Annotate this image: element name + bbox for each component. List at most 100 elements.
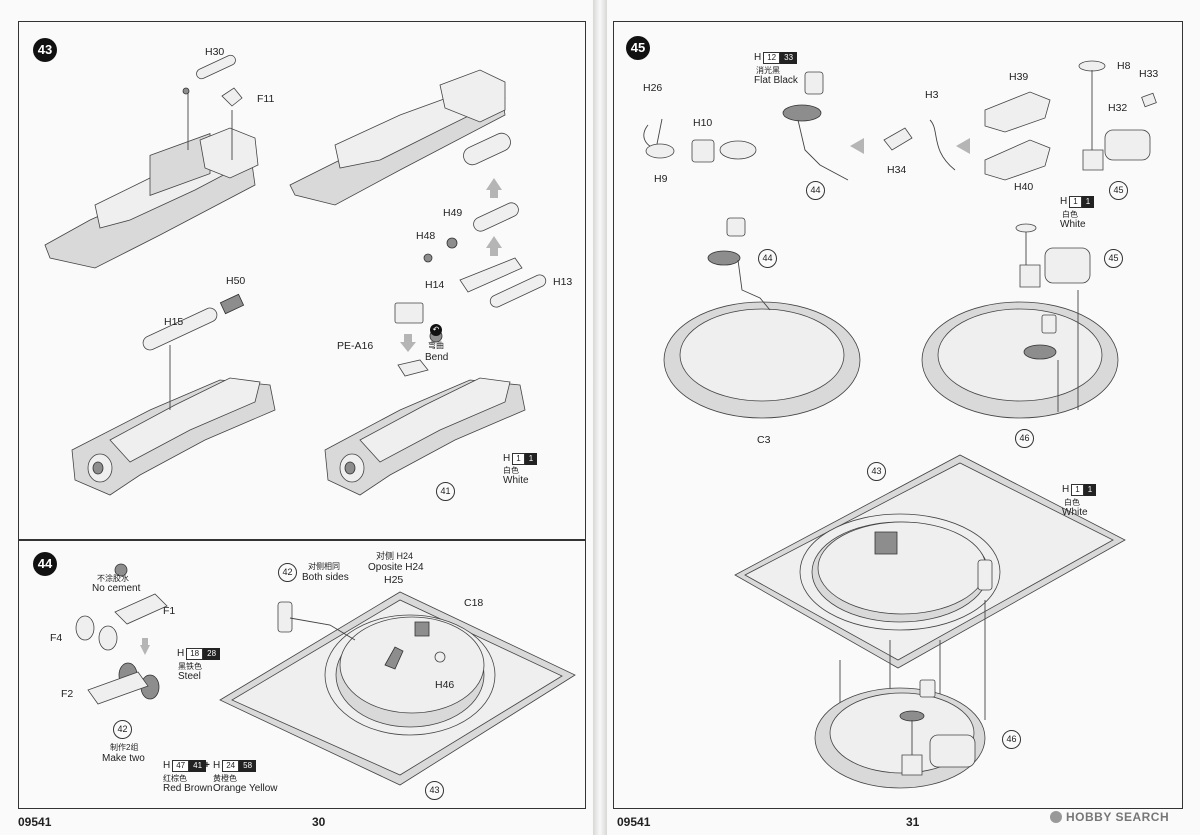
bend-label-cn: 弯曲 (428, 341, 444, 350)
paint-code-1: 1 (512, 453, 525, 465)
make-two-en: Make two (102, 753, 145, 764)
hobby-search-watermark: HOBBY SEARCH (1050, 810, 1169, 824)
part-label-f1: F1 (163, 605, 176, 617)
step43-chassis-1 (45, 54, 258, 268)
part-label-f11: F11 (257, 93, 275, 105)
paint-code-1: 1 (1069, 196, 1082, 208)
part-label-f4: F4 (50, 632, 63, 644)
book-gutter (593, 0, 607, 835)
paint-letter: H (754, 52, 762, 63)
opposite-h24-cn: 对侧 H24 (376, 551, 414, 561)
paint-code-2: 33 (780, 52, 798, 64)
ref-41: 41 (436, 482, 455, 501)
paint-white-plate: H 1 1 (1062, 484, 1097, 496)
paint-flat-black-en: Flat Black (754, 75, 798, 86)
watermark-text: HOBBY SEARCH (1066, 810, 1170, 824)
paint-code-2: 1 (1081, 196, 1095, 208)
paint-orange-yellow-en: Orange Yellow (213, 783, 278, 794)
part-label-h39: H39 (1009, 71, 1029, 83)
part-label-h9: H9 (654, 173, 668, 185)
no-cement-cn: 不涂胶水 (97, 574, 129, 583)
bend-icon: ↶ (430, 324, 442, 336)
ref-43-plate: 43 (867, 462, 886, 481)
part-label-h46: H46 (435, 679, 455, 691)
paint-letter: H (177, 648, 185, 659)
step45-bottom-ring (815, 680, 985, 788)
ref-43: 43 (425, 781, 444, 800)
paint-code-1: 12 (763, 52, 781, 64)
paint-letter: H (503, 453, 511, 464)
step45-hull-plate (735, 455, 1125, 720)
paint-white-cn: 白色 (503, 466, 519, 475)
paint-code-1: 47 (172, 760, 190, 772)
paint-flat-black-cn: 消光黑 (756, 66, 780, 75)
step43-panel (18, 21, 586, 540)
step43-chassis-4 (325, 303, 525, 495)
no-cement-en: No cement (92, 583, 141, 594)
step45-c3-ring (664, 218, 860, 418)
paint-white-ring: H 1 1 (1060, 196, 1095, 208)
part-label-h30: H30 (205, 46, 225, 58)
part-label-h15: H15 (164, 316, 184, 328)
opposite-h24-en: Oposite H24 (368, 562, 424, 573)
paint-code-2: 58 (239, 760, 257, 772)
paint-letter: H (213, 760, 221, 771)
paint-steel: H 18 28 (177, 648, 221, 660)
page-number-30: 30 (312, 815, 326, 829)
step45-ring-assembly (922, 224, 1118, 418)
paint-code-1: 24 (222, 760, 240, 772)
hobby-search-logo-icon (1050, 811, 1062, 823)
paint-letter: H (1062, 484, 1070, 495)
part-label-h13: H13 (553, 276, 573, 288)
paint-white-step43: H 1 1 (503, 453, 538, 465)
step45-panel (613, 21, 1183, 809)
paint-flat-black: H 12 33 (754, 52, 798, 64)
both-sides-en: Both sides (302, 572, 349, 583)
part-label-f2: F2 (61, 688, 74, 700)
paint-red-brown-en: Red Brown (163, 783, 213, 794)
part-label-pe-a16: PE-A16 (337, 340, 374, 352)
paint-steel-en: Steel (178, 671, 201, 682)
step44-wheel-parts (76, 564, 167, 704)
part-label-h40: H40 (1014, 181, 1034, 193)
part-label-h50: H50 (226, 275, 246, 287)
paint-plus: + (204, 760, 210, 771)
paint-white-plate-cn: 白色 (1064, 498, 1080, 507)
part-label-h14: H14 (425, 279, 445, 291)
bend-label-en: Bend (425, 352, 449, 363)
part-label-h10: H10 (693, 117, 713, 129)
step-44-badge: 44 (33, 552, 57, 576)
ref-45-top: 45 (1109, 181, 1128, 200)
make-two-cn: 制作2组 (110, 743, 139, 752)
step-45-badge: 45 (626, 36, 650, 60)
paint-white-ring-en: White (1060, 219, 1086, 230)
part-label-c3: C3 (757, 434, 771, 446)
part-label-h49: H49 (443, 207, 463, 219)
ref-45-ring: 45 (1104, 249, 1123, 268)
both-sides-cn: 对侧相同 (308, 562, 340, 571)
paint-orange-yellow-cn: 黄橙色 (213, 774, 237, 783)
part-label-h34: H34 (887, 164, 907, 176)
ref-46-bottom: 46 (1002, 730, 1021, 749)
part-label-h26: H26 (643, 82, 663, 94)
step43-chassis-2 (290, 70, 513, 205)
ref-46-ring: 46 (1015, 429, 1034, 448)
paint-red-brown: H 47 41 (163, 760, 207, 772)
step44-turret-plate (220, 592, 575, 785)
step45-parts-row (644, 61, 1157, 180)
ref-44-top: 44 (806, 181, 825, 200)
paint-white-ring-cn: 白色 (1062, 210, 1078, 219)
part-label-h8: H8 (1117, 60, 1131, 72)
part-label-h32: H32 (1108, 102, 1128, 114)
paint-code-1: 1 (1071, 484, 1084, 496)
page-number-31: 31 (906, 815, 920, 829)
ref-44-ring: 44 (758, 249, 777, 268)
step44-panel (18, 540, 586, 809)
paint-code-2: 41 (189, 760, 207, 772)
part-label-h3: H3 (925, 89, 939, 101)
paint-code-2: 28 (203, 648, 221, 660)
part-label-h25: H25 (384, 574, 404, 586)
paint-code-2: 1 (524, 453, 538, 465)
paint-white-en: White (503, 475, 529, 486)
